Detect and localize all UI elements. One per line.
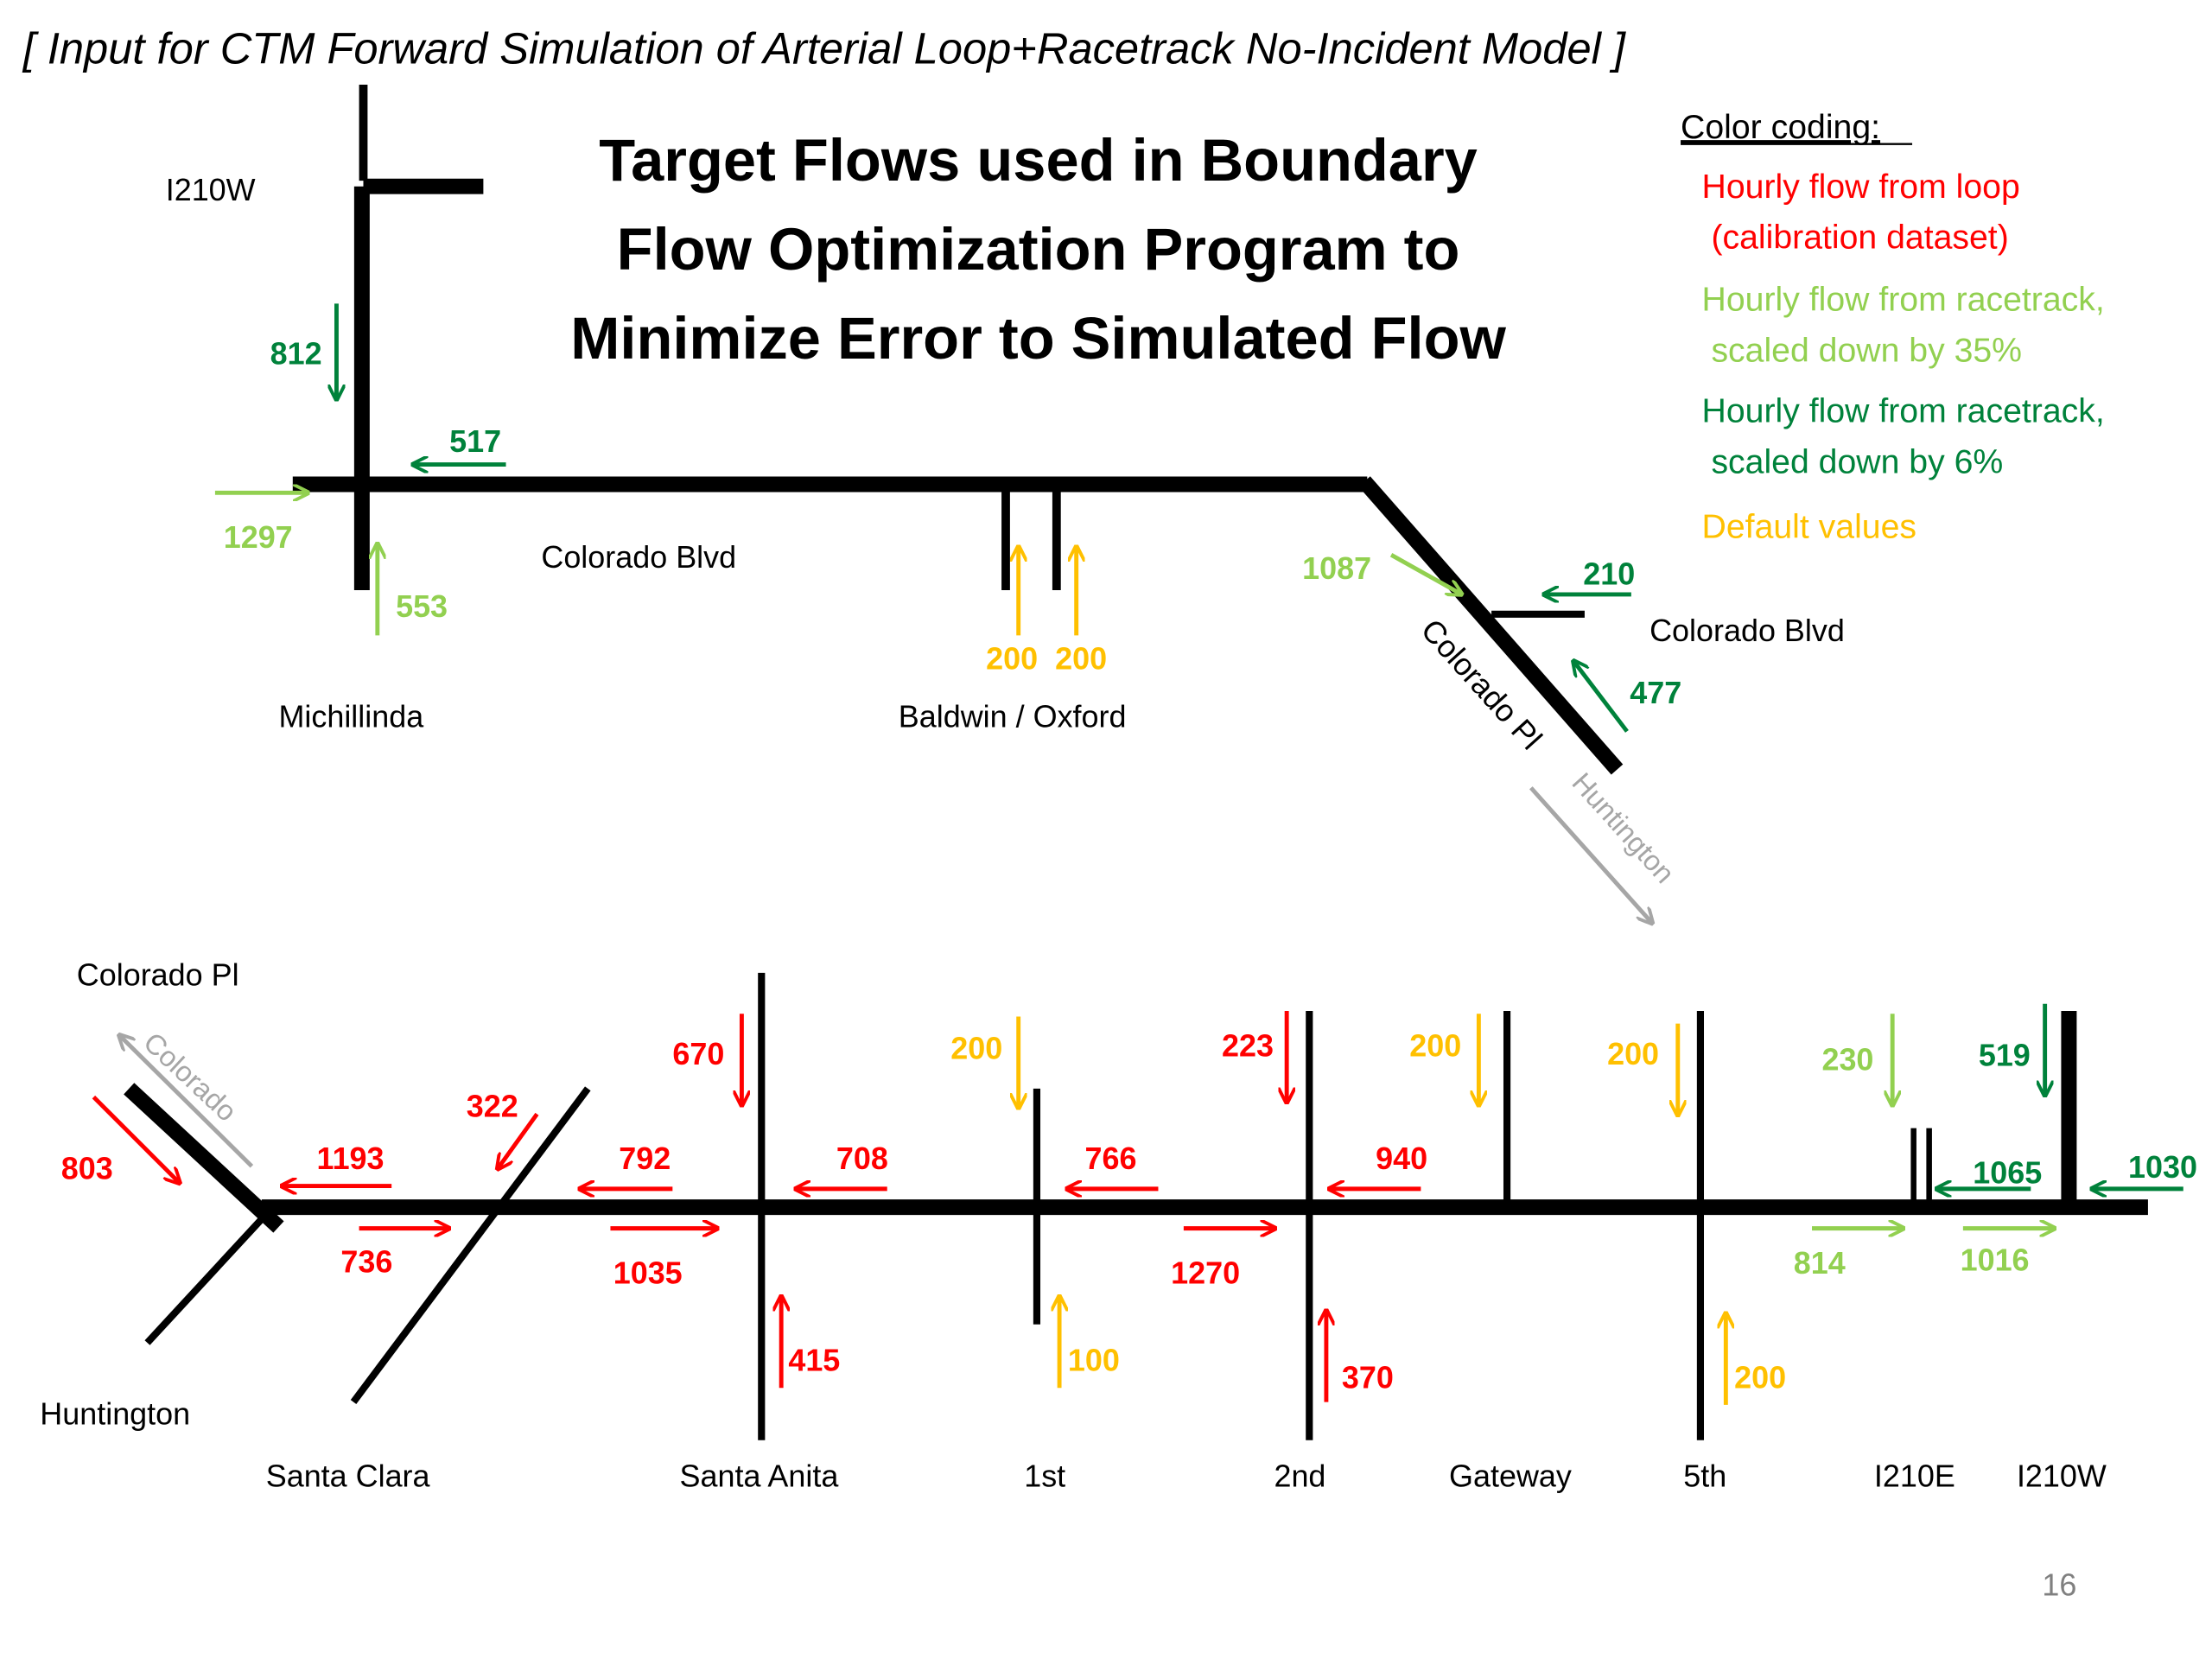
flow-fifth-nb: 200 <box>1734 1359 1786 1395</box>
flow-colorado-pl-sb: 803 <box>61 1150 113 1185</box>
flow-huntington-nb: 477 <box>1630 675 1681 710</box>
legend-loop-line-2: (calibration dataset) <box>1702 219 2009 257</box>
legend-heading: Color coding: <box>1681 109 1880 146</box>
flow-gateway-sb: 200 <box>1409 1027 1461 1063</box>
flow-fifth-sb: 200 <box>1607 1036 1659 1071</box>
flow-santa-anita-eb: 1035 <box>613 1255 683 1290</box>
flow-colorado-blvd-right-wb: 210 <box>1583 556 1635 591</box>
flow-i210w-offramp: 517 <box>449 423 501 459</box>
label-huntington-reference: Huntington <box>1566 766 1681 889</box>
label-colorado-blvd: Colorado Blvd <box>541 539 736 575</box>
flow-second-wb: 940 <box>1376 1141 1427 1176</box>
bottom-roads <box>124 972 2148 1440</box>
label-colorado-blvd-right: Colorado Blvd <box>1649 613 1845 648</box>
flow-santa-anita-sb: 670 <box>672 1036 724 1071</box>
page-number: 16 <box>2042 1567 2076 1602</box>
flow-santa-anita-nb: 415 <box>788 1343 840 1378</box>
flow-i210e-sb: 230 <box>1821 1042 1873 1077</box>
label-i210w-top: I210W <box>166 172 256 207</box>
flow-i210e-eb: 814 <box>1794 1245 1846 1281</box>
legend-racetrack6-line-1: Hourly flow from racetrack, <box>1702 393 2105 430</box>
label-colorado-pl-bottom: Colorado Pl <box>77 957 239 993</box>
legend-racetrack35-line-2: scaled down by 35% <box>1702 332 2022 369</box>
road-santa-clara <box>350 1086 591 1405</box>
flow-michillinda-sb: 812 <box>270 336 322 372</box>
legend-loop-line-1: Hourly flow from loop <box>1702 168 2020 206</box>
label-baldwin-oxford: Baldwin / Oxford <box>899 699 1127 734</box>
title-line-3: Minimize Error to Simulated Flow <box>570 305 1506 372</box>
arrow-santa-clara-sb <box>498 1112 539 1169</box>
label-huntington: Huntington <box>40 1396 190 1432</box>
label-i210w-bottom: I210W <box>2017 1459 2107 1494</box>
flow-santa-clara-wb-exit: 1193 <box>317 1141 385 1176</box>
legend-racetrack35-line-1: Hourly flow from racetrack, <box>1702 281 2105 318</box>
flow-second-sb: 223 <box>1222 1027 1274 1063</box>
flow-i210w-wb-in: 1030 <box>2128 1149 2197 1185</box>
flow-second-nb: 370 <box>1342 1359 1394 1395</box>
arrow-huntington-nb <box>1573 661 1629 733</box>
label-michillinda: Michillinda <box>278 699 423 734</box>
title-line-2: Flow Optimization Program to <box>617 216 1460 283</box>
label-first: 1st <box>1024 1459 1065 1494</box>
flow-i210e-wb: 1065 <box>1973 1154 2042 1190</box>
arrow-colorado-pl-sb <box>92 1095 180 1184</box>
flow-santa-anita-wb: 708 <box>836 1141 888 1176</box>
road-colorado-pl-bottom <box>124 1083 284 1233</box>
arrow-huntington-reference <box>1529 786 1653 924</box>
flow-second-eb: 1270 <box>1171 1255 1240 1290</box>
flow-i210w-sb: 519 <box>1979 1038 2031 1073</box>
arrow-colorado-reference <box>119 1035 254 1168</box>
flow-first-sb: 200 <box>950 1031 1002 1066</box>
arrow-colorado-pl-in <box>1389 553 1462 594</box>
flow-colorado-eb-in: 1297 <box>224 519 293 555</box>
flow-santa-clara-sb: 322 <box>467 1089 518 1124</box>
label-i210e: I210E <box>1874 1459 1955 1494</box>
flow-santa-clara-wb: 792 <box>619 1141 671 1176</box>
flow-michillinda-nb: 553 <box>396 588 448 624</box>
road-huntington-sw <box>144 1209 272 1345</box>
flow-colorado-pl-in: 1087 <box>1302 550 1371 586</box>
flow-baldwin-nb: 200 <box>986 641 1038 677</box>
top-roads <box>292 85 1624 775</box>
legend-default-line-1: Default values <box>1702 509 1916 546</box>
flow-first-nb: 100 <box>1068 1343 1120 1378</box>
label-gateway: Gateway <box>1449 1459 1572 1494</box>
legend-racetrack6-line-2: scaled down by 6% <box>1702 443 2004 480</box>
label-second: 2nd <box>1274 1459 1325 1494</box>
road-colorado-pl-diagonal <box>1358 476 1624 775</box>
flow-i210w-eb: 1016 <box>1961 1243 2030 1278</box>
label-fifth: 5th <box>1683 1459 1726 1494</box>
flow-santa-clara-eb: 736 <box>340 1243 392 1279</box>
label-colorado-pl-diagonal: Colorado Pl <box>1414 612 1549 756</box>
title-line-1: Target Flows used in Boundary <box>599 127 1478 194</box>
label-santa-anita: Santa Anita <box>680 1459 839 1494</box>
flow-first-wb: 766 <box>1084 1141 1136 1176</box>
label-santa-clara: Santa Clara <box>266 1459 430 1494</box>
flow-oxford-nb: 200 <box>1055 641 1107 677</box>
slide-header: [ Input for CTM Forward Simulation of Ar… <box>22 24 1627 73</box>
